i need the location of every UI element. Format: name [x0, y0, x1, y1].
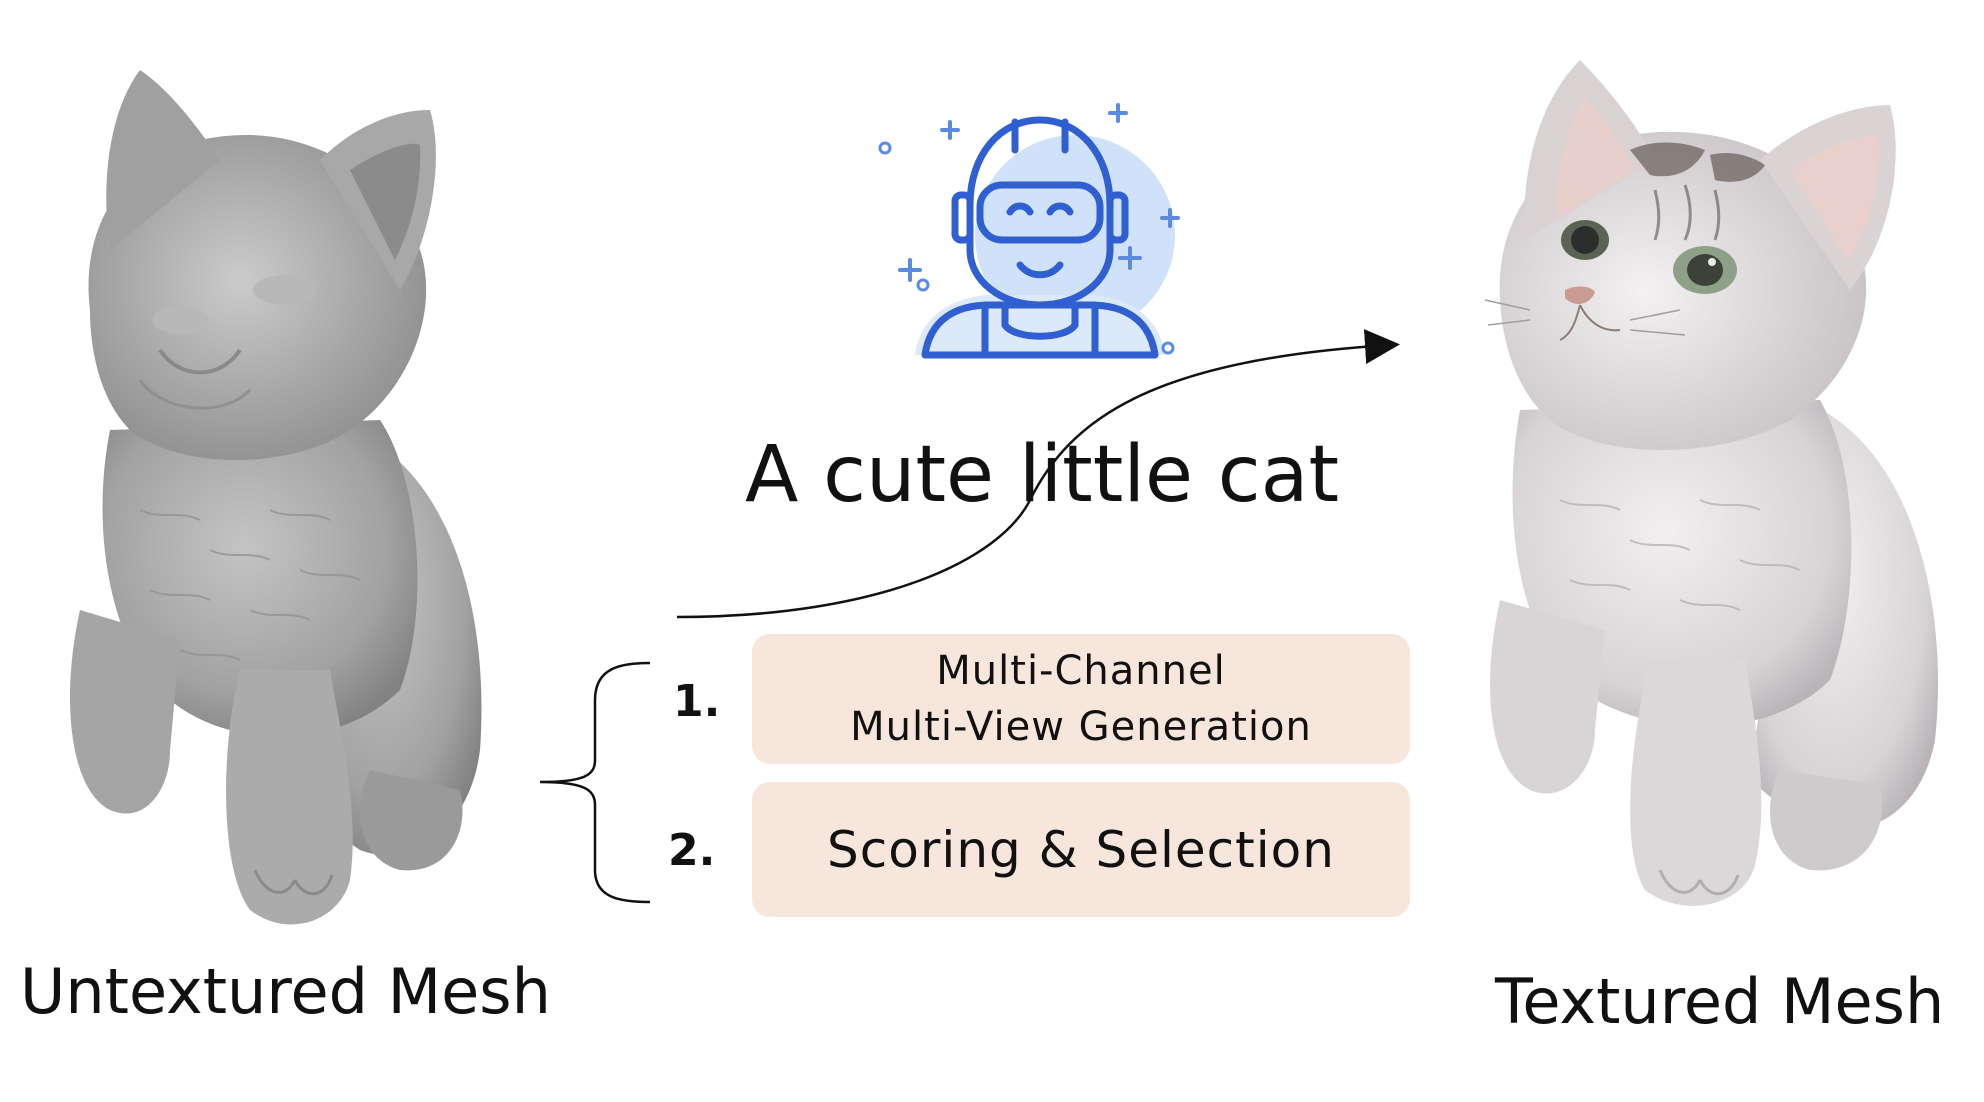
step-2-number: 2. [668, 825, 716, 876]
text-prompt: A cute little cat [745, 430, 1340, 520]
textured-cat-image [1480, 40, 1960, 930]
step-1-box: Multi-Channel Multi-View Generation [752, 634, 1410, 764]
step-1-line-1: Multi-Channel [936, 648, 1226, 694]
step-1-line-2: Multi-View Generation [850, 704, 1312, 750]
brace [539, 661, 651, 904]
step-2-line-1: Scoring & Selection [827, 820, 1335, 879]
textured-mesh-label: Textured Mesh [1495, 965, 1945, 1038]
step-2-box: Scoring & Selection [752, 782, 1410, 917]
robot-astronaut-icon [875, 100, 1205, 365]
untextured-mesh-label: Untextured Mesh [20, 955, 551, 1028]
step-1-number: 1. [673, 676, 721, 727]
untextured-cat-image [50, 50, 530, 930]
